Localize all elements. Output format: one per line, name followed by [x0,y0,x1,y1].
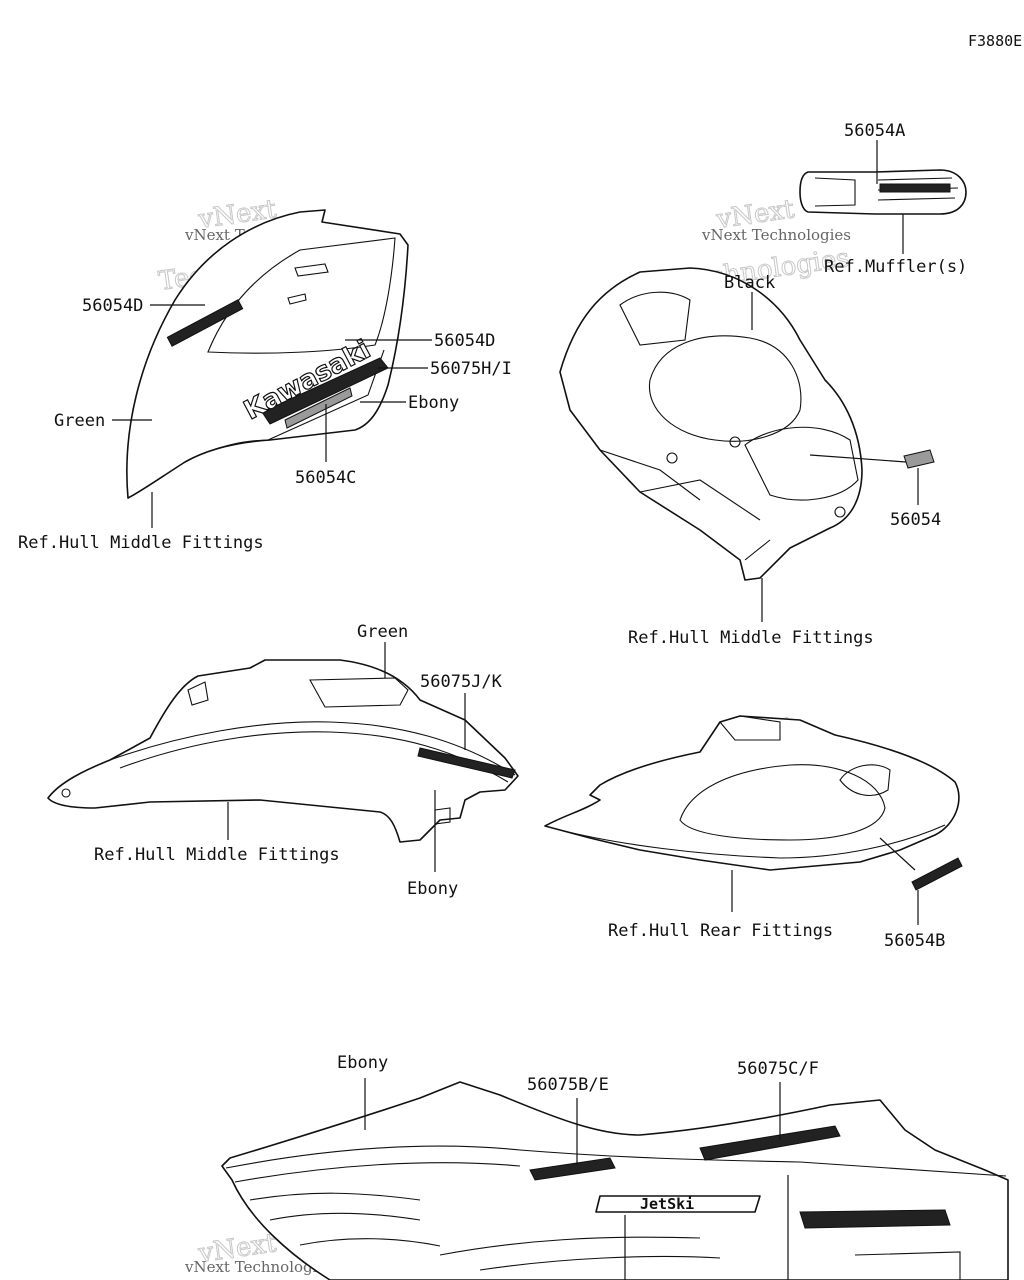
leader-56054 [809,454,919,505]
decal-56054c [284,387,353,429]
label-black: Black [724,273,775,293]
label-green-front: Green [54,411,105,431]
label-ebony-bottom: Ebony [337,1053,388,1073]
windshield-cutout [207,237,396,354]
label-56054b: 56054B [884,931,945,951]
rear-hull-deck [679,764,886,841]
inner-hull-assembly: Black 56054 Ref.Hull Middle Fittings [559,267,941,648]
side-hull-assembly: JetSki Ebony 56075B/E 56075C/F [221,1053,1009,1280]
label-ref-muffler: Ref.Muffler(s) [824,257,967,277]
decal-56075j-k [417,747,516,779]
label-56054d-left: 56054D [82,296,143,316]
watermark-text: vNext Technologies [184,1258,334,1276]
vent-window [309,677,409,708]
jetski-badge [595,1195,761,1213]
inner-hull-rear-well [744,426,859,501]
side-hull-strake [249,1192,441,1247]
inner-hull-front-cutout [619,291,691,346]
side-hull-rail [234,1162,521,1183]
inner-hull-opening [648,335,802,442]
figure-code: F3880E [968,32,1022,50]
side-cover-trim [109,721,516,776]
side-cover-hole [61,788,71,798]
front-grille [287,263,329,305]
inner-hull-bolt [666,452,678,464]
decal-56054b [911,857,963,891]
label-ref-hull-rear: Ref.Hull Rear Fittings [608,921,833,941]
decal-56054d-left [166,299,244,347]
label-ebony-front: Ebony [408,393,459,413]
label-56054: 56054 [890,510,941,530]
side-hull-body [221,1081,1009,1280]
front-deck-assembly: Kawasaki 56054D 56054D 56075H/I Ebony 56… [18,209,512,553]
label-56054d-right: 56054D [434,331,495,351]
rear-hull-step [839,764,891,796]
decal-56054 [903,449,935,469]
label-56075b-e: 56075B/E [527,1075,609,1095]
decal-56075b-e [529,1157,616,1181]
rear-hull-handle [719,715,781,741]
label-56054c: 56054C [295,468,356,488]
leader-56054b [879,837,919,925]
label-56075c-f: 56075C/F [737,1059,819,1079]
label-56054a: 56054A [844,121,905,141]
label-ref-hull-side: Ref.Hull Middle Fittings [94,845,340,865]
side-cover-assembly: Green 56075J/K Ref.Hull Middle Fittings … [47,622,519,899]
side-cover-body [47,659,519,843]
muffler-neck [814,177,856,207]
side-hull-gunwale [225,1145,1007,1177]
jetski-logo: JetSki [640,1195,694,1213]
deck-edge [184,439,271,463]
label-ref-hull-front: Ref.Hull Middle Fittings [18,533,264,553]
decal-56075c-f [699,1125,841,1161]
inner-hull-bolt [834,506,846,518]
label-56075h-i: 56075H/I [430,359,512,379]
label-ref-hull-inner: Ref.Hull Middle Fittings [628,628,874,648]
watermark-text: vNext Technologies [701,226,851,244]
label-green-side: Green [357,622,408,642]
inner-hull-frame [599,449,771,561]
rear-hull-body [544,715,960,871]
side-vent [799,1209,951,1229]
inner-hull-bolt [729,436,741,448]
muffler-assembly: 56054A Ref.Muffler(s) [799,121,967,277]
label-ebony-side: Ebony [407,879,458,899]
label-56075j-k: 56075J/K [420,672,503,692]
side-hull-strake [439,1236,721,1271]
side-hull-bracket [854,1251,961,1280]
decal-56054a [879,183,951,193]
rear-hull-assembly: Ref.Hull Rear Fittings 56054B [544,715,963,951]
rear-hull-rail [559,824,946,859]
inner-hull-body [559,267,863,581]
